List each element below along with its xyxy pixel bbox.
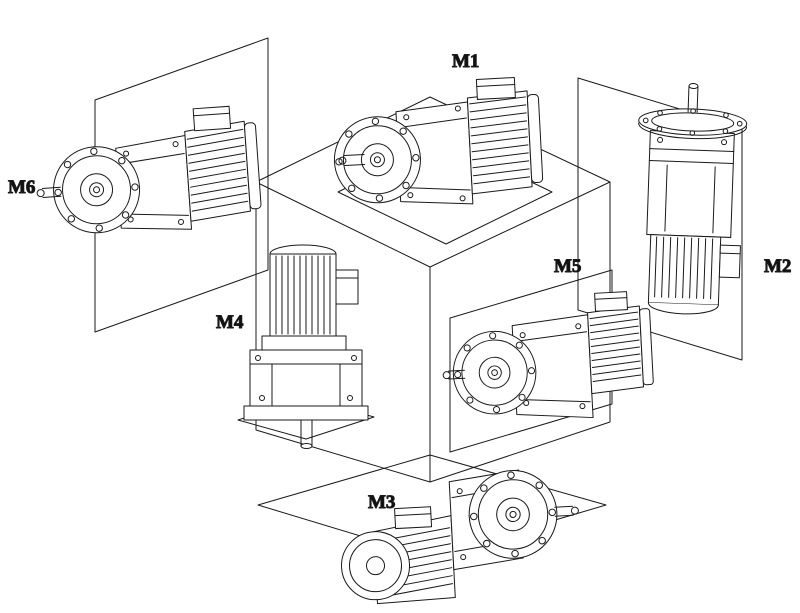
m5-fan-cover [639,308,654,386]
label-m3: M3 [368,492,395,513]
m2-top-flange [638,108,748,140]
m2-shaft [687,85,699,113]
m3-terminal-box [394,506,433,530]
m4-adapter [261,335,347,351]
m1-fan-cover [526,93,544,184]
label-m6: M6 [8,177,35,198]
m3-cooling-fins [375,527,454,599]
mounting-plane-m5 [449,269,613,453]
gearmotor-m4 [243,244,369,449]
m3-shaft [554,505,574,517]
cube [255,96,611,483]
mounting-plane-m6 [94,37,269,333]
m2-terminal-box [718,244,741,279]
m6-cooling-fins [186,128,249,212]
m1-shaft [343,153,366,166]
m5-terminal-box [594,291,628,312]
m1-terminal-box [475,76,516,100]
m4-cooling-fins [275,255,331,335]
m2-cooling-fins [654,236,714,300]
m5-shaft [447,369,466,380]
gearmotor-m5 [442,291,654,419]
label-m2: M2 [764,256,791,277]
gearmotor-m6 [36,105,262,237]
m5-cooling-fins [589,311,642,383]
m3-fan-cover [341,531,411,601]
gearmotor-m1 [331,76,544,206]
m2-housing [646,130,735,238]
label-m4: M4 [216,312,244,333]
gearmotor-m2 [638,83,748,315]
m4-bottom-flange [243,405,369,421]
label-m5: M5 [554,256,581,277]
m6-shaft [41,186,62,199]
m1-motor-body [466,90,533,195]
m4-motor-body [269,253,337,337]
m4-motor-cap [269,244,337,255]
m2-fan-cover [647,302,719,315]
label-m1: M1 [452,51,479,72]
m6-terminal-box [192,105,232,132]
m1-cooling-fins [469,96,531,185]
m4-terminal-box [335,269,359,305]
gearmotor-m3 [341,467,579,605]
m6-fan-cover [244,122,262,210]
m4-shaft [300,419,313,447]
